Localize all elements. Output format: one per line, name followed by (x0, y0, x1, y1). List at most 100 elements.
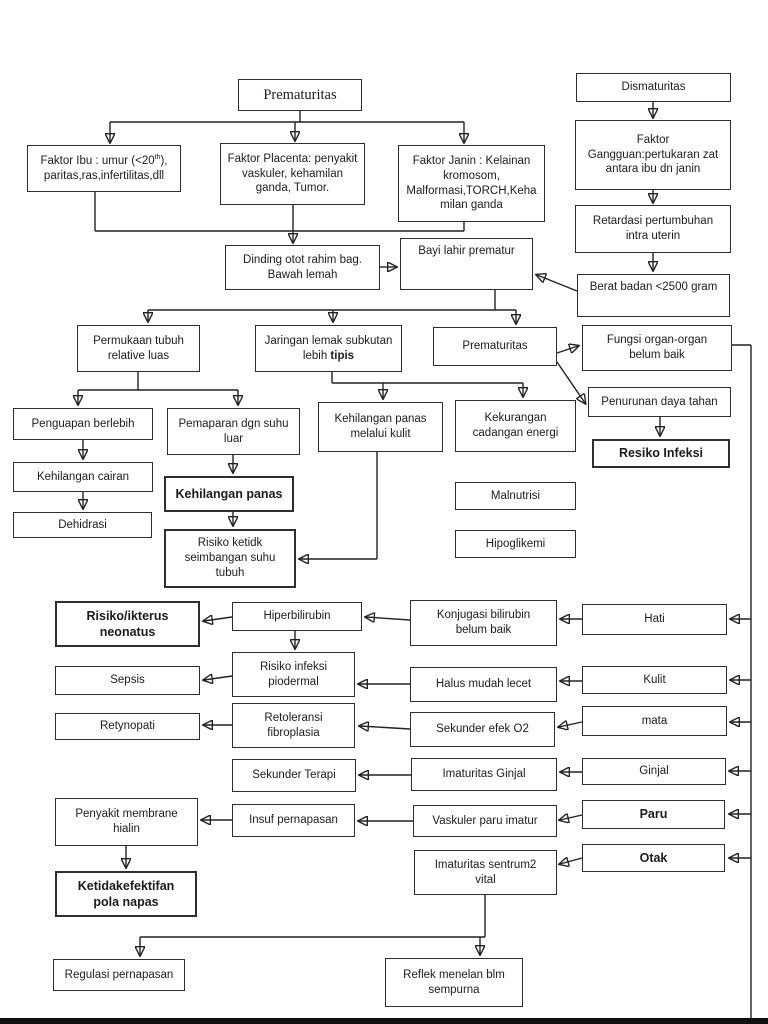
node-label: Sekunder efek O2 (436, 723, 529, 736)
node-retardasi: Retardasi pertumbuhan intra uterin (575, 205, 731, 253)
node-label: Penurunan daya tahan (601, 395, 718, 408)
node-label: Kehilangan panas melalui kulit (334, 413, 427, 440)
node-label: Berat badan <2500 gram (589, 281, 718, 293)
node-reflek-menelan: Reflek menelan blm sempurna (385, 958, 523, 1007)
node-imaturitas-ginjal: Imaturitas Ginjal (411, 758, 557, 791)
node-label: Prematuritas (462, 340, 528, 353)
node-hiperbilirubin: Hiperbilirubin (232, 602, 362, 631)
node-konjugasi-bilirubin: Konjugasi bilirubin belum baik (410, 600, 557, 646)
node-otak: Otak (582, 844, 725, 872)
node-faktor-ibu: Faktor Ibu : umur (<20th),paritas,ras,in… (27, 145, 181, 192)
node-label: Risiko/ikterus neonatus (86, 608, 169, 639)
node-label: Permukaan tubuh relative luas (93, 334, 184, 362)
node-dehidrasi: Dehidrasi (13, 512, 152, 538)
node-faktor-gangguan: Faktor Gangguan:pertukaran zat antara ib… (575, 120, 731, 190)
node-berat-badan: Berat badan <2500 gram (577, 274, 730, 317)
node-label: Fungsi organ-organ belum baik (606, 334, 708, 361)
node-halus-mudah-lecet: Halus mudah lecet (410, 667, 557, 702)
node-label: Retoleransi fibroplasia (264, 711, 323, 739)
node-label: Faktor Janin : Kelainan kromosom, Malfor… (406, 154, 537, 212)
node-prematuritas-top: Prematuritas (238, 79, 362, 111)
node-kulit: Kulit (582, 666, 727, 694)
node-label: Dinding otot rahim bag. Bawah lemah (243, 253, 362, 281)
node-label: Halus mudah lecet (435, 678, 532, 691)
node-label: Paru (639, 807, 668, 822)
node-retoleransi-fibroplasia: Retoleransi fibroplasia (232, 703, 355, 748)
node-regulasi-pernapasan: Regulasi pernapasan (53, 959, 185, 991)
node-label: Otak (639, 850, 668, 865)
node-label: Imaturitas sentrum2 vital (434, 858, 537, 886)
node-sekunder-terapi: Sekunder Terapi (232, 759, 356, 792)
node-label: Risiko ketidk seimbangan suhu tubuh (184, 537, 276, 579)
node-permukaan-tubuh: Permukaan tubuh relative luas (77, 325, 200, 372)
node-label: Hati (644, 613, 665, 626)
node-penurunan-daya-tahan: Penurunan daya tahan (588, 387, 731, 417)
node-label: Faktor Ibu : umur (<20th),paritas,ras,in… (40, 154, 168, 182)
node-label: Penguapan berlebih (31, 417, 135, 430)
node-malnutrisi: Malnutrisi (455, 482, 576, 510)
node-label: Penyakit membrane hialin (75, 808, 178, 835)
node-label: Sepsis (110, 674, 145, 687)
node-kehilangan-cairan: Kehilangan cairan (13, 462, 153, 492)
node-label: Faktor Gangguan:pertukaran zat antara ib… (587, 133, 719, 176)
node-kehilangan-panas-kulit: Kehilangan panas melalui kulit (318, 402, 443, 452)
node-label: Insuf pernapasan (249, 814, 338, 827)
node-label: Resiko Infeksi (618, 446, 704, 461)
node-label: Sekunder Terapi (252, 769, 336, 782)
node-label: Ginjal (639, 765, 669, 778)
node-label: Kekurangan cadangan energi (472, 412, 559, 439)
node-label: Dehidrasi (58, 518, 107, 531)
node-bayi-lahir-prematur: Bayi lahir prematur (400, 238, 533, 290)
node-hipoglikemi: Hipoglikemi (455, 530, 576, 558)
node-label: Regulasi pernapasan (64, 968, 174, 981)
node-label: Kehilangan cairan (36, 470, 130, 483)
node-retynopati: Retynopati (55, 713, 200, 740)
node-label: Hiperbilirubin (263, 610, 331, 623)
node-faktor-janin: Faktor Janin : Kelainan kromosom, Malfor… (398, 145, 545, 222)
node-label: Kulit (643, 673, 666, 686)
node-dinding-otot: Dinding otot rahim bag. Bawah lemah (225, 245, 380, 290)
node-label: Prematuritas (263, 86, 337, 103)
node-vaskuler-paru-imatur: Vaskuler paru imatur (413, 805, 557, 837)
scan-edge-bottom (0, 1018, 768, 1024)
node-label: Vaskuler paru imatur (432, 814, 538, 827)
node-label: Bayi lahir prematur (418, 245, 515, 257)
node-hati: Hati (582, 604, 727, 635)
node-ginjal: Ginjal (582, 758, 726, 785)
node-label: Malnutrisi (490, 489, 541, 502)
node-risiko-ketidakseimbangan-suhu: Risiko ketidk seimbangan suhu tubuh (164, 529, 296, 588)
node-prematuritas-2: Prematuritas (433, 327, 557, 366)
node-label: Konjugasi bilirubin belum baik (436, 609, 531, 636)
node-label: Ketidakefektifan pola napas (77, 878, 175, 909)
node-ketidakefektifan-pola-napas: Ketidakefektifan pola napas (55, 871, 197, 917)
node-imaturitas-sentrum-vital: Imaturitas sentrum2 vital (414, 850, 557, 895)
node-penyakit-membrane-hialin: Penyakit membrane hialin (55, 798, 198, 846)
node-kehilangan-panas: Kehilangan panas (164, 476, 294, 512)
node-sekunder-efek-o2: Sekunder efek O2 (410, 712, 555, 747)
node-label: Pemaparan dgn suhu luar (178, 417, 289, 445)
node-label: Kehilangan panas (175, 486, 283, 501)
node-resiko-infeksi: Resiko Infeksi (592, 439, 730, 468)
node-sepsis: Sepsis (55, 666, 200, 695)
node-label: mata (641, 714, 668, 727)
node-label: Dismaturitas (621, 81, 686, 94)
node-label: Faktor Placenta: penyakit vaskuler, keha… (227, 152, 358, 195)
node-paru: Paru (582, 800, 725, 829)
node-pemaparan-suhu-luar: Pemaparan dgn suhu luar (167, 408, 300, 455)
node-risiko-ikterus-neonatus: Risiko/ikterus neonatus (55, 601, 200, 647)
node-label: Imaturitas Ginjal (442, 768, 526, 781)
node-label: Reflek menelan blm sempurna (403, 968, 505, 996)
node-kekurangan-energi: Kekurangan cadangan energi (455, 400, 576, 452)
node-label: Retardasi pertumbuhan intra uterin (592, 215, 714, 242)
node-penguapan-berlebih: Penguapan berlebih (13, 408, 153, 440)
node-dismaturitas: Dismaturitas (576, 73, 731, 102)
node-label: Risiko infeksi piodermal (259, 660, 328, 688)
node-label: Hipoglikemi (485, 537, 546, 550)
node-faktor-placenta: Faktor Placenta: penyakit vaskuler, keha… (220, 143, 365, 205)
node-mata: mata (582, 706, 727, 736)
node-fungsi-organ: Fungsi organ-organ belum baik (582, 325, 732, 371)
node-insuf-pernapasan: Insuf pernapasan (232, 804, 355, 837)
